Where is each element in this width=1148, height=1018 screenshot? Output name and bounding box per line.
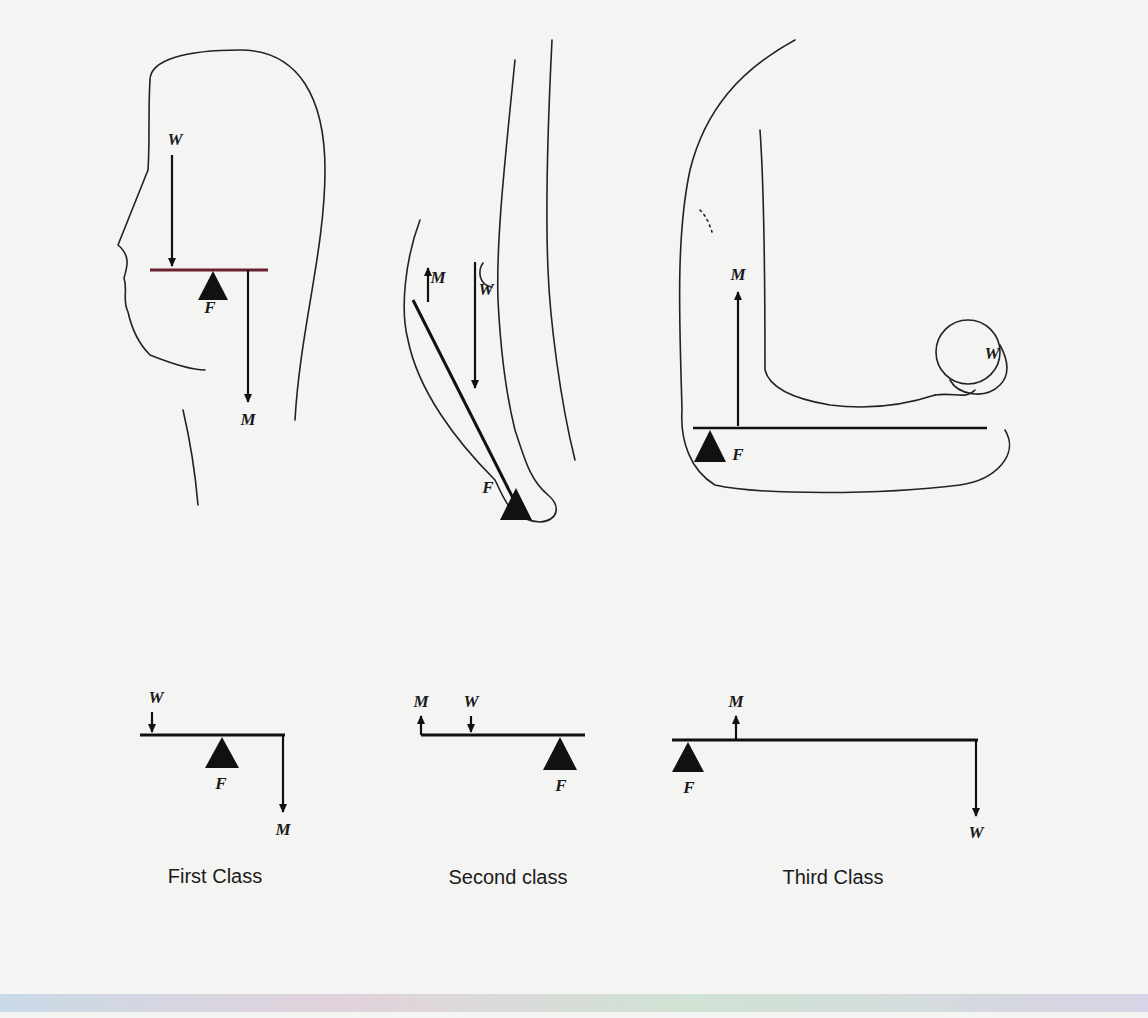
force-symbol: M [411, 692, 430, 712]
lever-class-caption: First Class [168, 865, 262, 888]
force-symbol: W [982, 344, 1001, 364]
force-symbol: W [966, 823, 985, 843]
force-symbol: F [213, 774, 228, 794]
force-symbol: F [480, 478, 495, 498]
force-symbol: W [476, 280, 495, 300]
force-symbol: W [461, 692, 480, 712]
force-symbol: M [726, 692, 745, 712]
force-symbol: M [728, 265, 747, 285]
lever-class-caption: Third Class [782, 866, 883, 889]
force-symbol: W [146, 688, 165, 708]
force-symbol: F [202, 298, 217, 318]
force-symbol: F [553, 776, 568, 796]
force-symbol: M [273, 820, 292, 840]
force-symbol: M [238, 410, 257, 430]
force-symbol: F [730, 445, 745, 465]
force-symbol: W [165, 130, 184, 150]
force-symbol: M [428, 268, 447, 288]
force-symbol: F [681, 778, 696, 798]
lever-class-caption: Second class [449, 866, 568, 889]
